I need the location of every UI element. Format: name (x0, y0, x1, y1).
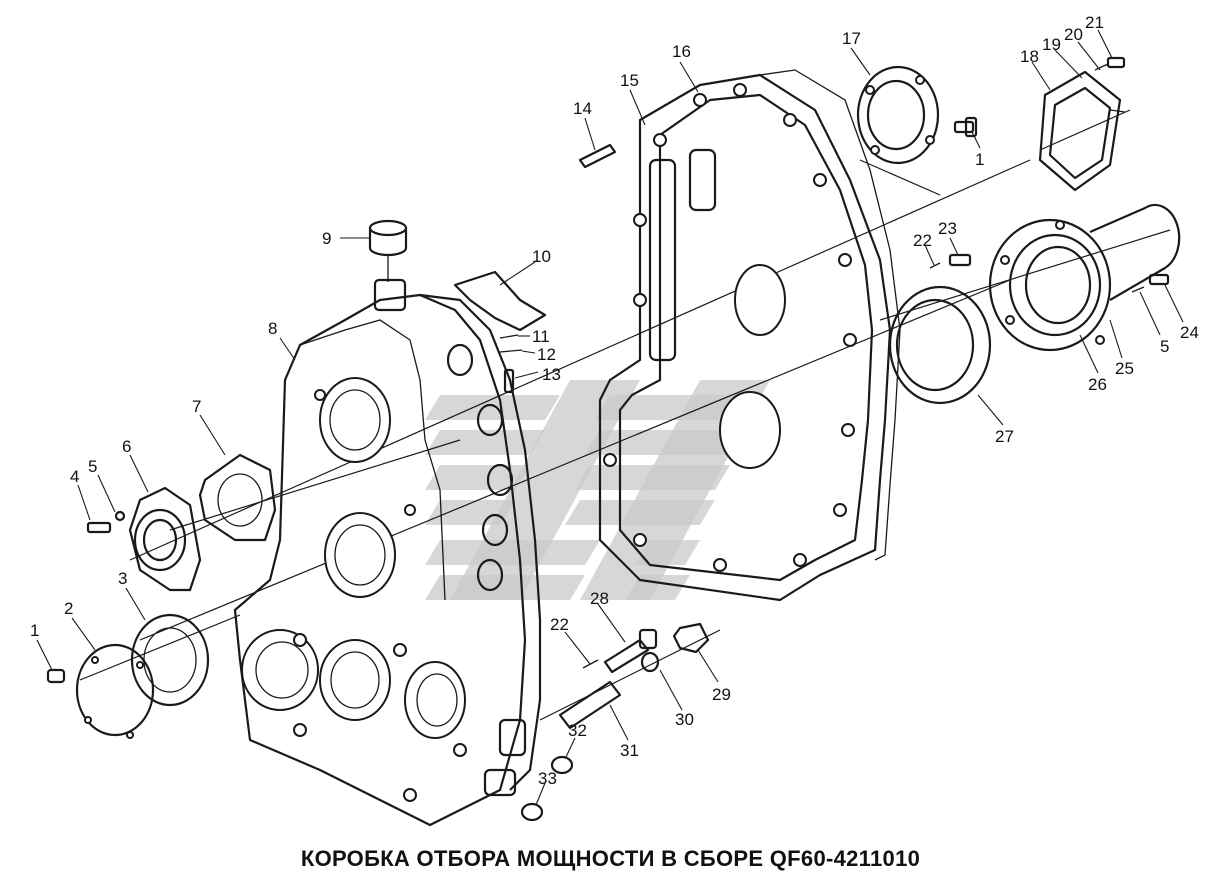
drain-plug-33 (520, 802, 544, 822)
callout-22-right: 22 (913, 231, 932, 250)
leader-lines (36, 29, 1184, 806)
bolt-4 (86, 510, 126, 534)
callout-29: 29 (712, 685, 731, 704)
round-cover-17 (856, 65, 940, 165)
callout-26: 26 (1088, 375, 1107, 394)
mounting-bracket (453, 270, 547, 332)
gasket-3 (130, 613, 210, 707)
front-bearing-cover (128, 486, 202, 592)
callout-25: 25 (1115, 359, 1134, 378)
breather-cap (368, 219, 408, 282)
callout-27: 27 (995, 427, 1014, 446)
oil-seal (888, 285, 992, 405)
washer-22-left (582, 659, 599, 669)
callout-3: 3 (118, 569, 127, 588)
callout-9: 9 (322, 229, 331, 248)
callout-23: 23 (938, 219, 957, 238)
callout-10: 10 (532, 247, 551, 266)
rear-cover-plate (598, 69, 901, 602)
shaft-31 (558, 680, 622, 730)
callout-17: 17 (842, 29, 861, 48)
dowel-pin (578, 143, 617, 169)
callout-1-top: 1 (975, 150, 984, 169)
fasteners-right (929, 253, 1170, 293)
callout-14: 14 (573, 99, 592, 118)
callout-13: 13 (542, 365, 561, 384)
end-cover-2 (75, 643, 155, 739)
callout-8: 8 (268, 319, 277, 338)
callout-6: 6 (122, 437, 131, 456)
square-flange (1038, 70, 1126, 192)
callout-16: 16 (672, 42, 691, 61)
callout-24: 24 (1180, 323, 1199, 342)
diagram-caption: КОРОБКА ОТБОРА МОЩНОСТИ В СБОРЕ QF60-421… (300, 846, 921, 871)
nut-29 (672, 622, 710, 654)
drain-plug-32 (550, 755, 574, 775)
gasket-7 (198, 453, 277, 542)
callout-31: 31 (620, 741, 639, 760)
callout-11: 11 (532, 327, 550, 346)
assembly-axes (79, 109, 1171, 721)
callout-labels: 1 2 3 4 5 6 7 8 9 10 11 12 13 14 15 16 1… (30, 13, 1199, 788)
callout-22-left: 22 (550, 615, 569, 634)
callout-33: 33 (538, 769, 557, 788)
callout-18: 18 (1020, 47, 1039, 66)
bearing-housing (988, 203, 1181, 352)
callout-30: 30 (675, 710, 694, 729)
callout-20: 20 (1064, 25, 1083, 44)
callout-28: 28 (590, 589, 609, 608)
washer-30 (640, 651, 660, 673)
callout-32: 32 (568, 721, 587, 740)
small-fasteners (499, 334, 523, 394)
callout-5-left: 5 (88, 457, 97, 476)
bolt-left (46, 668, 66, 684)
callout-19: 19 (1042, 35, 1061, 54)
stud-28 (603, 628, 658, 674)
callout-21: 21 (1085, 13, 1104, 32)
bolt-top (953, 116, 978, 138)
callout-5-right: 5 (1160, 337, 1169, 356)
bolt-21 (1094, 56, 1126, 71)
gearbox-housing (233, 278, 542, 827)
callout-12: 12 (537, 345, 556, 364)
callout-1-left: 1 (30, 621, 39, 640)
callout-2: 2 (64, 599, 73, 618)
callout-15: 15 (620, 71, 639, 90)
callout-7: 7 (192, 397, 201, 416)
callout-4: 4 (70, 467, 79, 486)
